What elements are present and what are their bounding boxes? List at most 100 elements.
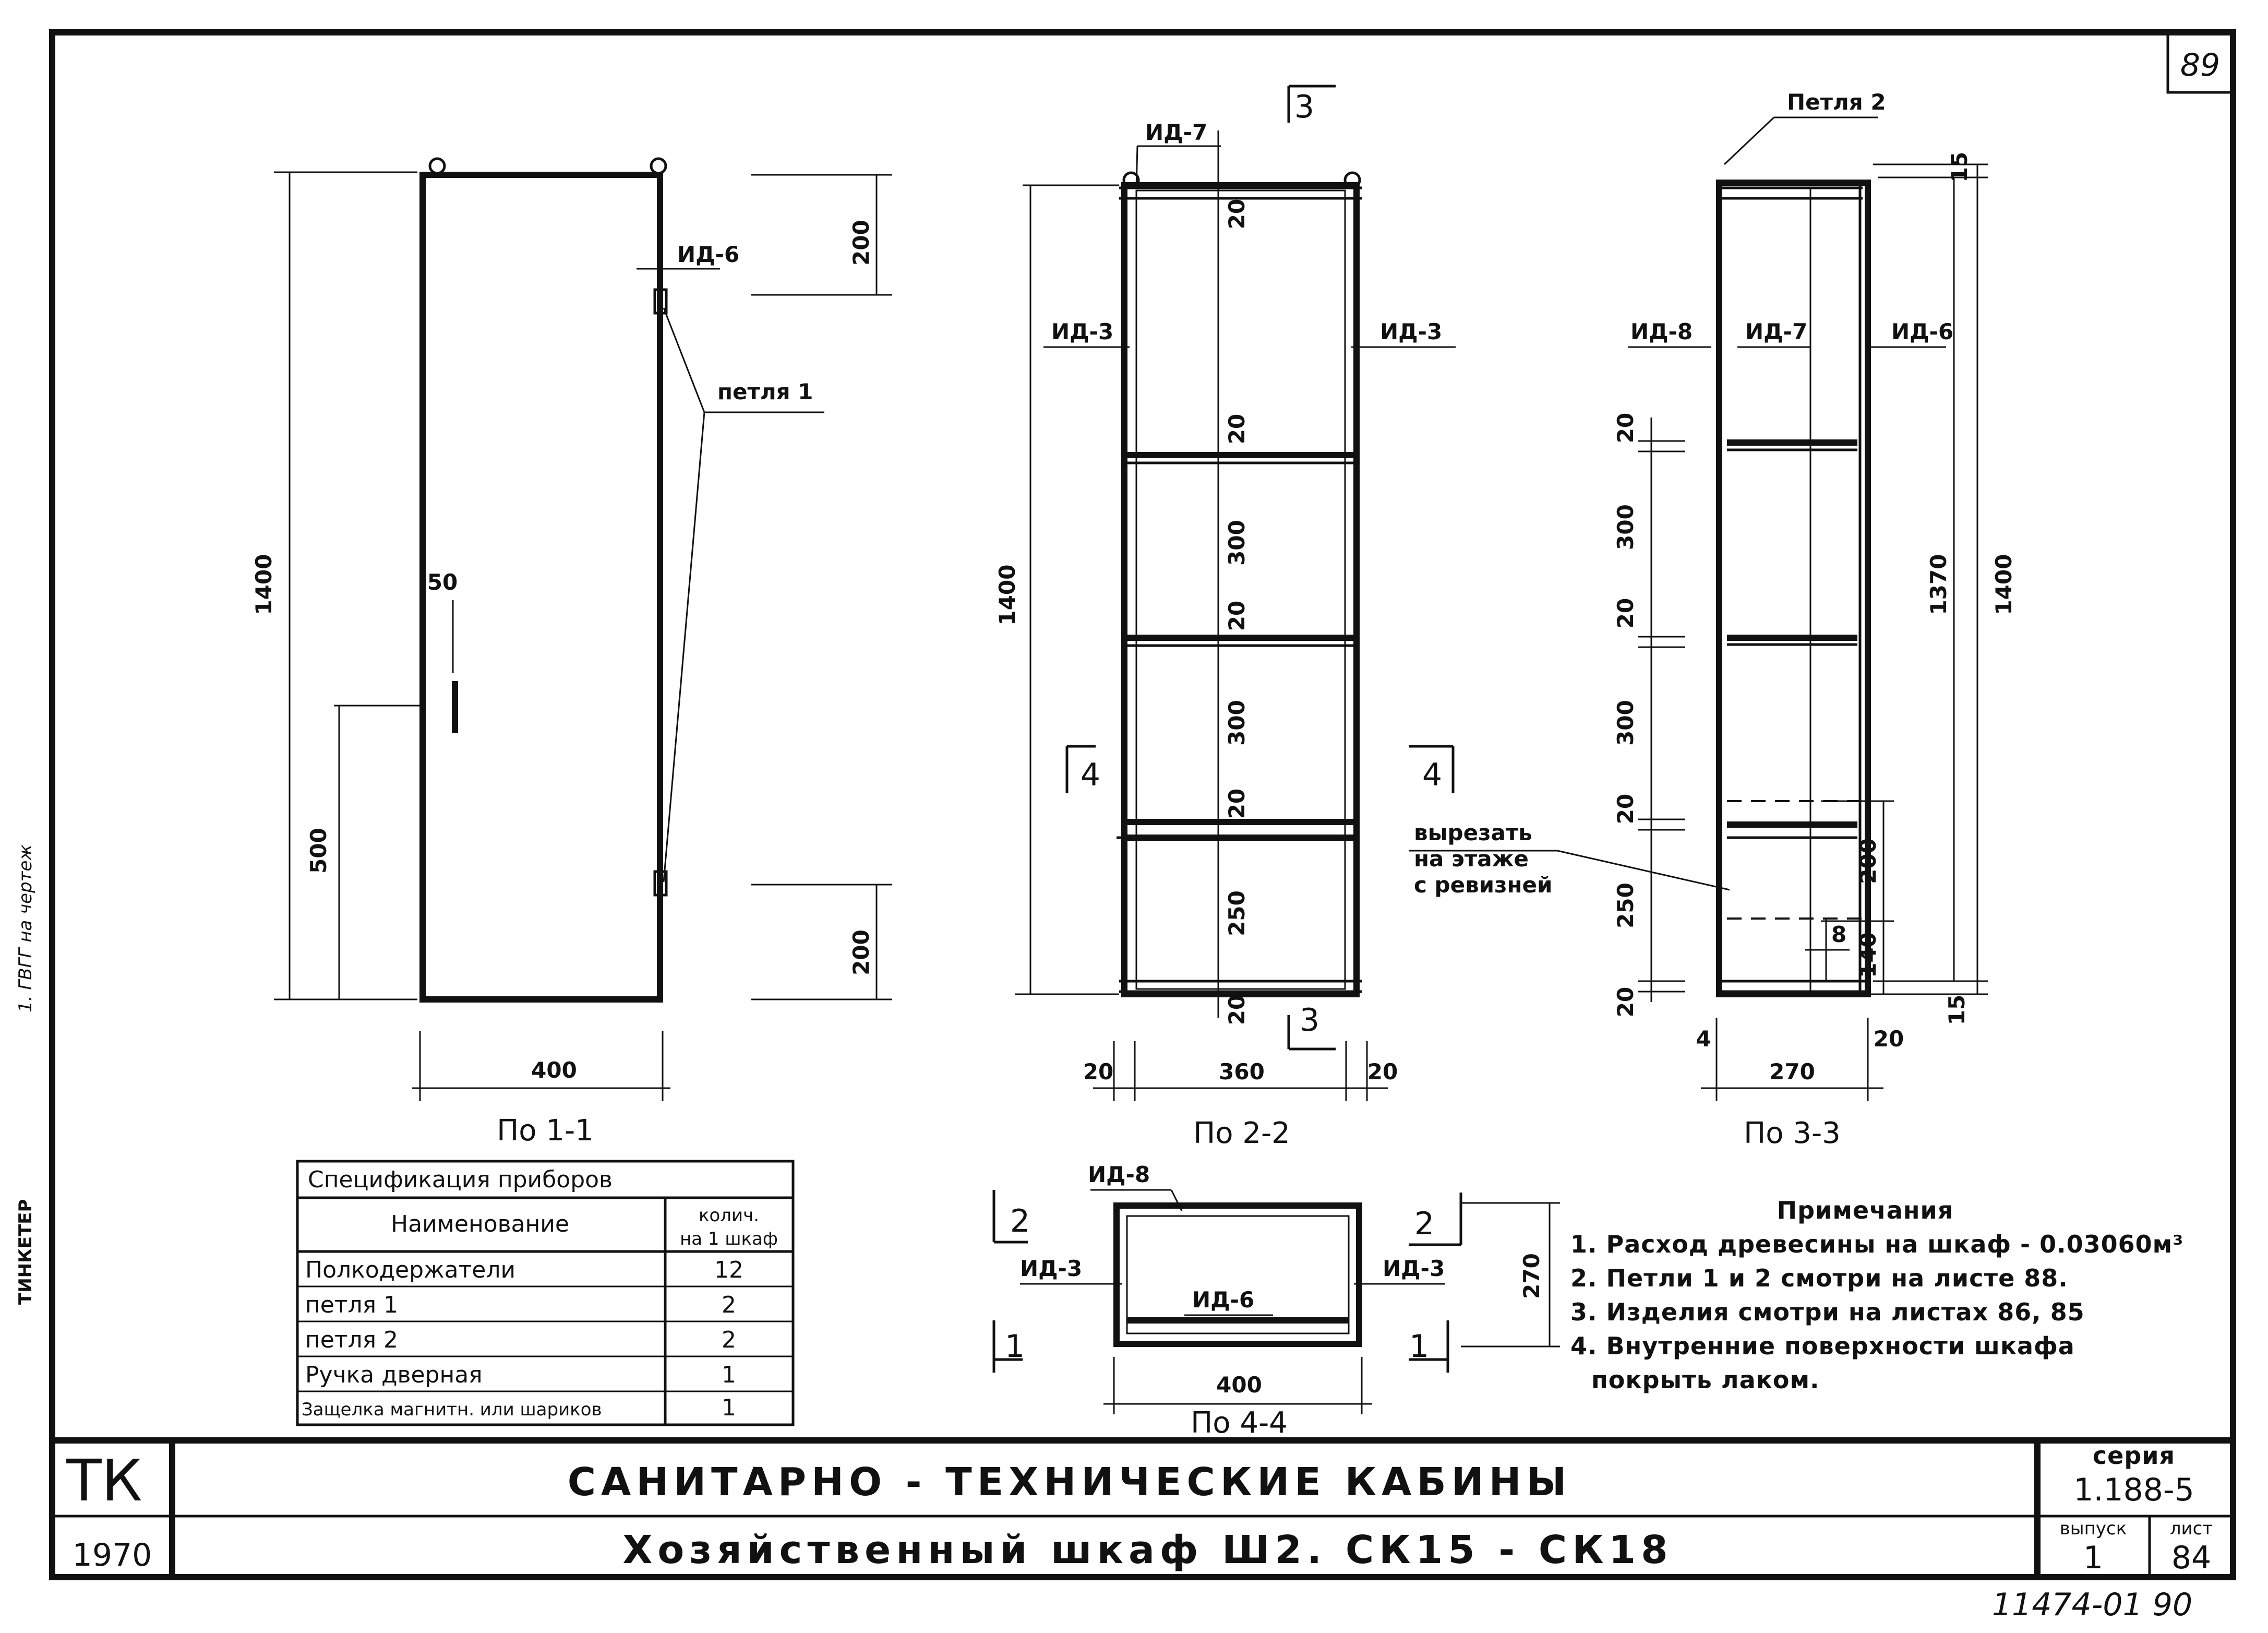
title-line1: САНИТАРНО - ТЕХНИЧЕСКИЕ КАБИНЫ — [568, 1460, 1572, 1505]
v2-section-4-right: 4 — [1422, 757, 1442, 793]
view-4-4: ИД-8 ИД-3 ИД-3 ИД-6 400 270 2 2 1 1 По 4… — [992, 1162, 1560, 1440]
v2-board-bottom: 20 — [1224, 995, 1250, 1025]
v4-dim-width: 400 — [1216, 1372, 1262, 1398]
v2-dim-left: 20 — [1083, 1059, 1113, 1084]
spec-row-3-name: петля 2 — [305, 1327, 398, 1353]
spec-row-2-qty: 2 — [722, 1292, 736, 1318]
note-2: 2. Петли 1 и 2 смотри на листе 88. — [1570, 1264, 2068, 1292]
v2-board-1: 20 — [1224, 414, 1250, 444]
v3-dim-top: 15 — [1947, 152, 1972, 182]
spec-row-2-name: петля 1 — [305, 1292, 398, 1318]
v2-dim-mid: 360 — [1219, 1059, 1265, 1084]
v1-label-id6: ИД-6 — [677, 242, 739, 267]
v2-board-2: 20 — [1224, 601, 1250, 631]
title-sheet-value: 84 — [2171, 1540, 2211, 1576]
v2-dim-right: 20 — [1367, 1059, 1398, 1084]
title-issue-label: выпуск — [2060, 1518, 2127, 1539]
v3-dim-15: 15 — [1944, 995, 1970, 1025]
v4-section-1-left: 1 — [1005, 1328, 1025, 1365]
v2-label-id3-right: ИД-3 — [1380, 319, 1442, 344]
sheet-frame — [49, 29, 2236, 1580]
v4-label-id3-left: ИД-3 — [1020, 1256, 1082, 1281]
v4-dim-depth: 270 — [1519, 1253, 1544, 1299]
v4-label-id8: ИД-8 — [1088, 1162, 1150, 1187]
v1-label-hinge: петля 1 — [717, 379, 813, 404]
v2-section-3-top: 3 — [1294, 89, 1314, 125]
v4-label-id3-right: ИД-3 — [1383, 1256, 1445, 1281]
note-4: 4. Внутренние поверхности шкафа — [1570, 1332, 2075, 1360]
left-margin-notes: ТИНКЕТЕР 1. ГВГГ на чертеж — [15, 844, 36, 1305]
v2-section-4-left: 4 — [1081, 757, 1100, 793]
view-2-2: 1400 20 20 300 20 300 20 250 20 20 360 2… — [994, 85, 1456, 1150]
v3-dim-left-1: 20 — [1613, 413, 1638, 443]
v3-dim-left-4: 300 — [1613, 700, 1638, 746]
v3-dim-left-3: 20 — [1613, 598, 1638, 628]
v4-label-id6: ИД-6 — [1192, 1287, 1254, 1313]
note-3: 3. Изделия смотри на листах 86, 85 — [1570, 1298, 2085, 1326]
v3-cut-note-3: с ревизней — [1414, 872, 1552, 898]
v2-board-top: 20 — [1224, 199, 1250, 229]
v2-label-id7: ИД-7 — [1145, 120, 1207, 145]
v3-dim-8: 8 — [1831, 922, 1846, 947]
v2-label-id3-left: ИД-3 — [1051, 319, 1113, 344]
v3-dim-left-7: 20 — [1613, 987, 1638, 1017]
v1-dim-handle: 50 — [427, 569, 458, 595]
v3-label-id6: ИД-6 — [1891, 319, 1953, 344]
notes-title: Примечания — [1777, 1196, 1954, 1224]
title-block: ТК 1970 САНИТАРНО - ТЕХНИЧЕСКИЕ КАБИНЫ Х… — [66, 1441, 2213, 1576]
title-tk: ТК — [66, 1447, 142, 1514]
v3-dim-200: 200 — [1855, 838, 1881, 884]
v1-dim-top: 200 — [848, 220, 874, 266]
v4-caption: По 4-4 — [1191, 1406, 1288, 1440]
v2-caption: По 2-2 — [1193, 1116, 1290, 1150]
v3-dim-height: 1400 — [1991, 554, 2017, 615]
spec-row-1-qty: 12 — [714, 1257, 743, 1283]
title-sheet-label: лист — [2170, 1518, 2213, 1539]
note-5: покрыть лаком. — [1591, 1366, 1820, 1394]
v1-caption: По 1-1 — [497, 1114, 594, 1148]
v2-board-3: 20 — [1224, 789, 1250, 819]
spec-title: Спецификация приборов — [308, 1166, 613, 1193]
notes: Примечания 1. Расход древесины на шкаф -… — [1570, 1196, 2183, 1394]
spec-col-qty-2: на 1 шкаф — [680, 1229, 778, 1249]
view-1-1: 1400 500 50 200 200 400 ИД-6 петля 1 По … — [251, 157, 892, 1148]
title-series-value: 1.188-5 — [2073, 1472, 2194, 1508]
footer-code: 11474-01 90 — [1992, 1587, 2192, 1623]
v1-dim-handle-height: 500 — [306, 828, 331, 874]
v3-cut-note-1: вырезать — [1414, 820, 1532, 845]
v3-cut-note-2: на этаже — [1414, 846, 1529, 872]
margin-stamp: ТИНКЕТЕР — [15, 1199, 36, 1305]
v3-dim-left-2: 300 — [1613, 504, 1638, 550]
v2-gap-2: 300 — [1224, 700, 1250, 746]
v3-dim-left-6: 250 — [1613, 883, 1638, 928]
spec-row-3-qty: 2 — [722, 1327, 736, 1353]
v2-gap-1: 300 — [1224, 520, 1250, 566]
v1-dim-height: 1400 — [251, 554, 277, 615]
v3-caption: По 3-3 — [1744, 1116, 1841, 1150]
v3-dim-4: 4 — [1696, 1026, 1711, 1052]
note-1: 1. Расход древесины на шкаф - 0.03060м³ — [1570, 1230, 2183, 1258]
v1-dim-bottom: 200 — [848, 929, 874, 975]
margin-scribble: 1. ГВГГ на чертеж — [15, 844, 36, 1012]
title-issue-value: 1 — [2083, 1540, 2103, 1576]
title-line2: Хозяйственный шкаф Ш2. СК15 - СК18 — [622, 1528, 1673, 1572]
spec-row-5-qty: 1 — [722, 1394, 736, 1421]
v3-dim-left-5: 20 — [1613, 794, 1638, 824]
v3-label-id8: ИД-8 — [1630, 319, 1693, 344]
sheet-corner-number: 89 — [2180, 47, 2220, 84]
v3-label-hinge2: Петля 2 — [1787, 89, 1886, 115]
spec-col-name: Наименование — [391, 1211, 569, 1237]
title-series-label: серия — [2093, 1441, 2175, 1470]
spec-row-4-name: Ручка дверная — [305, 1362, 483, 1388]
v4-section-2-right: 2 — [1414, 1206, 1434, 1242]
spec-row-4-qty: 1 — [722, 1362, 736, 1388]
v3-label-id7: ИД-7 — [1745, 319, 1807, 344]
spec-row-1-name: Полкодержатели — [305, 1257, 515, 1283]
title-year: 1970 — [73, 1537, 152, 1574]
view-3-3: Петля 2 ИД-8 ИД-7 ИД-6 20 300 20 300 20 … — [1409, 89, 2017, 1150]
v2-section-3-bottom: 3 — [1300, 1002, 1319, 1039]
v3-dim-20: 20 — [1874, 1026, 1904, 1052]
v2-gap-3: 250 — [1224, 890, 1250, 936]
v1-dim-width: 400 — [531, 1057, 577, 1083]
v4-section-1-right: 1 — [1409, 1328, 1429, 1365]
